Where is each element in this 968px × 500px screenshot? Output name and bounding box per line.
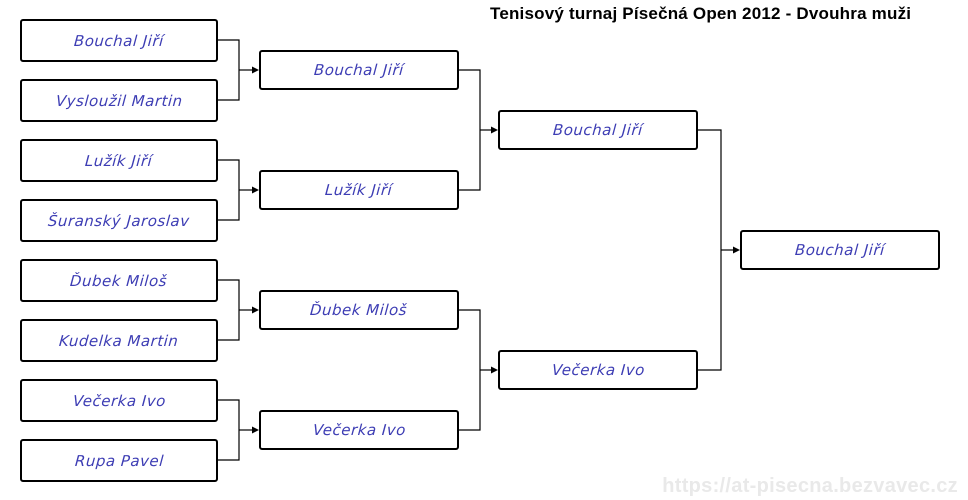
page-title: Tenisový turnaj Písečná Open 2012 - Dvou… bbox=[490, 4, 912, 23]
connector-line bbox=[218, 279, 240, 341]
connector-line bbox=[459, 309, 481, 431]
connector-line bbox=[218, 39, 240, 101]
connector-line bbox=[218, 159, 240, 221]
match-box-r1-player4: Šuranský Jaroslav bbox=[20, 199, 218, 242]
player-name: Večerka Ivo bbox=[550, 361, 646, 379]
match-box-r2-winner1: Bouchal Jiří bbox=[259, 50, 459, 90]
arrowhead-icon bbox=[252, 186, 259, 194]
player-name: Vysloužil Martin bbox=[55, 91, 183, 110]
player-name: Ďubek Miloš bbox=[309, 301, 409, 319]
arrowhead-icon bbox=[733, 246, 740, 254]
match-box-champion: Bouchal Jiří bbox=[740, 230, 940, 270]
match-box-r1-player7: Večerka Ivo bbox=[20, 379, 218, 422]
match-box-r2-winner4: Večerka Ivo bbox=[259, 410, 459, 450]
match-box-semifinal-winner2: Večerka Ivo bbox=[498, 350, 698, 390]
connector-line bbox=[459, 69, 481, 191]
match-box-semifinal-winner1: Bouchal Jiří bbox=[498, 110, 698, 150]
player-name: Bouchal Jiří bbox=[794, 241, 886, 259]
player-name: Rupa Pavel bbox=[73, 451, 165, 470]
match-box-r1-player1: Bouchal Jiří bbox=[20, 19, 218, 62]
match-box-r1-player3: Lužík Jiří bbox=[20, 139, 218, 182]
arrowhead-icon bbox=[252, 66, 259, 74]
player-name: Večerka Ivo bbox=[71, 391, 167, 410]
match-box-r1-player2: Vysloužil Martin bbox=[20, 79, 218, 122]
player-name: Lužík Jiří bbox=[324, 181, 394, 199]
match-box-r2-winner3: Ďubek Miloš bbox=[259, 290, 459, 330]
arrowhead-icon bbox=[491, 366, 498, 374]
match-box-r1-player8: Rupa Pavel bbox=[20, 439, 218, 482]
player-name: Večerka Ivo bbox=[311, 421, 407, 439]
connector-line bbox=[698, 129, 722, 371]
match-box-r1-player6: Kudelka Martin bbox=[20, 319, 218, 362]
player-name: Ďubek Miloš bbox=[69, 271, 169, 290]
player-name: Lužík Jiří bbox=[84, 151, 154, 170]
player-name: Bouchal Jiří bbox=[552, 121, 644, 139]
arrowhead-icon bbox=[252, 426, 259, 434]
match-box-r2-winner2: Lužík Jiří bbox=[259, 170, 459, 210]
player-name: Kudelka Martin bbox=[58, 331, 180, 350]
arrowhead-icon bbox=[252, 306, 259, 314]
player-name: Bouchal Jiří bbox=[73, 31, 165, 50]
watermark-url: https://at-pisecna.bezvavec.cz bbox=[662, 475, 958, 497]
player-name: Bouchal Jiří bbox=[313, 61, 405, 79]
player-name: Šuranský Jaroslav bbox=[47, 211, 191, 230]
connector-line bbox=[218, 399, 240, 461]
arrowhead-icon bbox=[491, 126, 498, 134]
match-box-r1-player5: Ďubek Miloš bbox=[20, 259, 218, 302]
